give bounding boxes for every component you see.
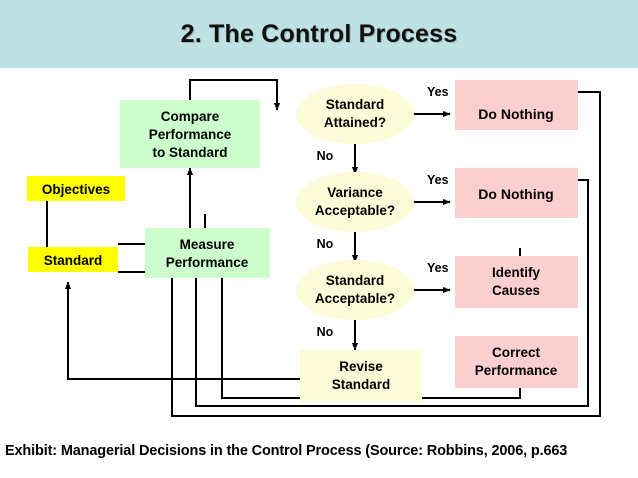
node-standard-attained[interactable]: Standard Attained? (296, 84, 414, 144)
measure-performance-line2: Performance (166, 255, 249, 270)
edge-label-no-3: No (317, 325, 334, 339)
standard-acceptable-line1: Standard (326, 273, 385, 288)
line-revise-feedback (67, 293, 300, 380)
edge-label-yes-1: Yes (427, 85, 449, 99)
node-measure-performance[interactable]: Measure Performance (145, 228, 270, 278)
standard-label: Standard (44, 253, 103, 268)
edge-label-no-2: No (317, 237, 334, 251)
node-do-nothing-2[interactable]: Do Nothing (455, 168, 578, 218)
title-bar: 2. The Control Process (0, 0, 638, 68)
node-revise-standard[interactable]: Revise Standard (300, 350, 422, 402)
compare-performance-line3: to Standard (152, 145, 227, 160)
node-variance-acceptable[interactable]: Variance Acceptable? (296, 172, 414, 232)
node-correct-performance[interactable]: Correct Performance (455, 336, 578, 388)
correct-performance-line2: Performance (475, 363, 558, 378)
edge-label-yes-3: Yes (427, 261, 449, 275)
line-donothing1-feedback (171, 91, 601, 417)
standard-attained-line1: Standard (326, 97, 385, 112)
compare-performance-line1: Compare (161, 109, 220, 124)
objectives-label: Objectives (42, 182, 110, 197)
correct-performance-line1: Correct (492, 345, 541, 360)
node-compare-performance[interactable]: Compare Performance to Standard (120, 100, 260, 168)
variance-acceptable-line2: Acceptable? (315, 203, 395, 218)
node-standard-acceptable[interactable]: Standard Acceptable? (296, 260, 414, 320)
line-donothing2-feedback (195, 179, 589, 407)
edge-label-no-1: No (317, 149, 334, 163)
measure-performance-line1: Measure (180, 237, 235, 252)
page-title: 2. The Control Process (180, 19, 458, 48)
revise-standard-line2: Standard (332, 377, 391, 392)
node-standard[interactable]: Standard (28, 247, 118, 272)
variance-acceptable-line1: Variance (327, 185, 383, 200)
standard-attained-line2: Attained? (324, 115, 386, 130)
standard-acceptable-line2: Acceptable? (315, 291, 395, 306)
control-process-flowchart: Compare Performance to Standard Objectiv… (0, 68, 638, 430)
do-nothing-1-label: Do Nothing (478, 106, 553, 122)
node-objectives[interactable]: Objectives (27, 176, 125, 201)
revise-standard-line1: Revise (339, 359, 383, 374)
do-nothing-2-label: Do Nothing (478, 186, 553, 202)
identify-causes-line2: Causes (492, 283, 540, 298)
node-do-nothing-1[interactable]: Do Nothing (455, 80, 578, 130)
caption-area: Exhibit: Managerial Decisions in the Con… (0, 436, 638, 466)
compare-performance-line2: Performance (149, 127, 232, 142)
line-compare-to-attained (189, 79, 278, 100)
identify-causes-line1: Identify (492, 265, 540, 280)
node-identify-causes[interactable]: Identify Causes (455, 256, 578, 308)
edge-label-yes-2: Yes (427, 173, 449, 187)
exhibit-caption: Exhibit: Managerial Decisions in the Con… (5, 443, 568, 459)
